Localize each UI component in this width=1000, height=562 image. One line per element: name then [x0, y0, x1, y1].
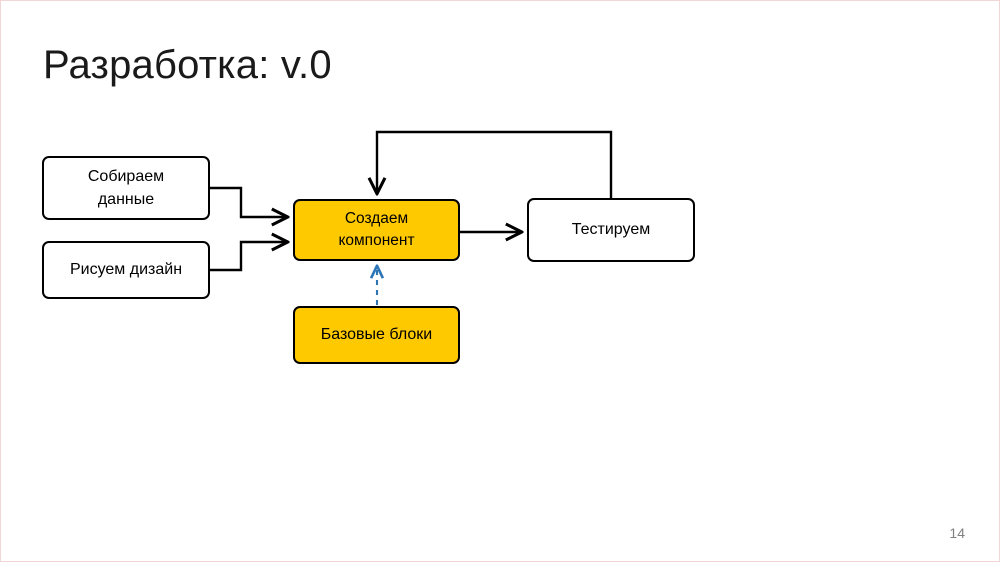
node-testing-label: Тестируем — [571, 221, 651, 238]
node-create-component[interactable]: Создаем компонент — [293, 199, 460, 261]
edge-collect-to-create — [210, 186, 287, 217]
page-number: 14 — [949, 525, 965, 541]
page-title: Разработка: v.0 — [43, 43, 332, 87]
node-create-component-label: Создаем компонент — [338, 210, 415, 249]
node-draw-design[interactable]: Рисуем дизайн — [42, 241, 210, 299]
node-collect-data[interactable]: Собираем данные — [42, 156, 210, 220]
node-draw-design-label: Рисуем дизайн — [69, 261, 183, 278]
edge-test-to-create-feedback — [377, 130, 613, 198]
node-base-blocks[interactable]: Базовые блоки — [293, 306, 460, 364]
node-collect-data-label: Собираем данные — [87, 168, 165, 208]
edge-design-to-create — [210, 242, 287, 272]
node-testing[interactable]: Тестируем — [527, 198, 695, 262]
node-base-blocks-label: Базовые блоки — [320, 326, 433, 343]
